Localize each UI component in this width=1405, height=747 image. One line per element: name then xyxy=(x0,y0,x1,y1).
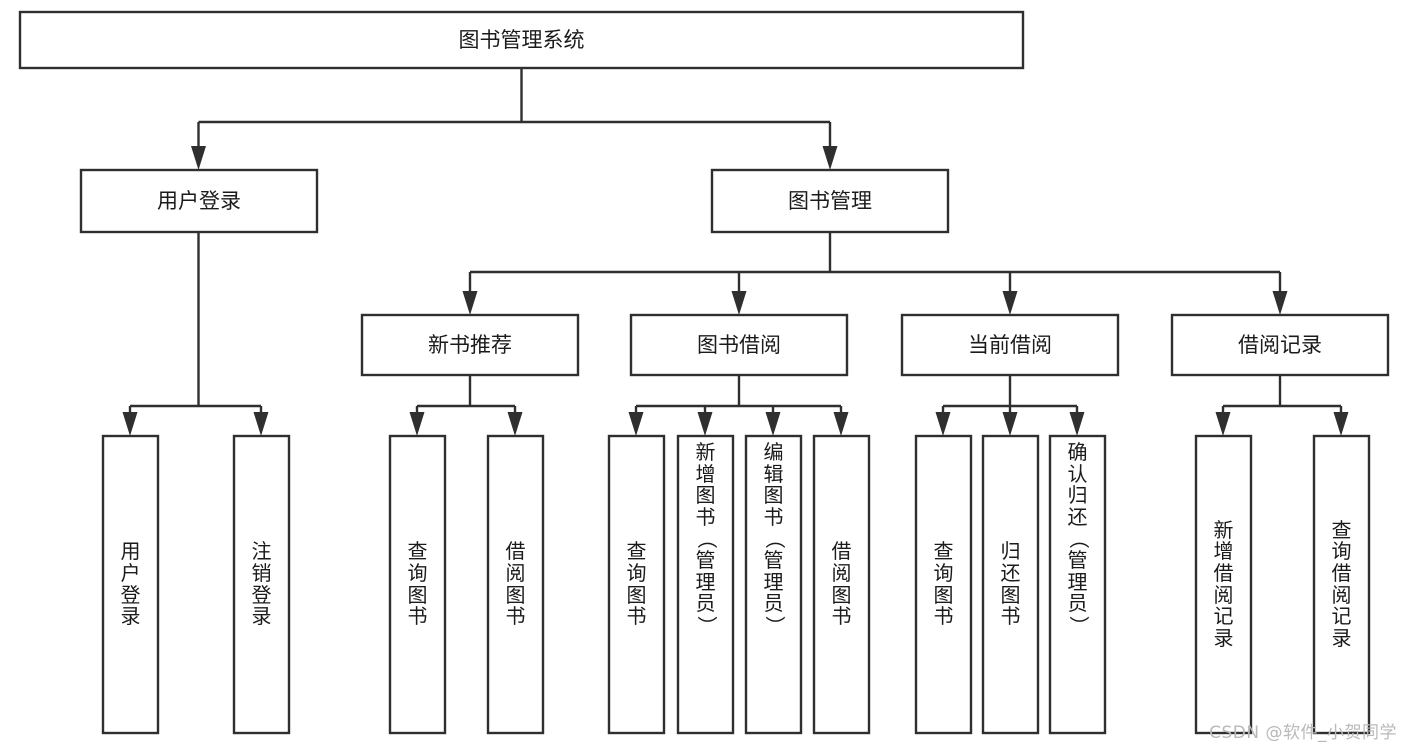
leaf-add-book-admin[interactable] xyxy=(676,434,735,735)
node-book-management-label: 图书管理 xyxy=(788,189,872,213)
edge-group-borrow xyxy=(628,375,849,436)
edge-group-record xyxy=(1215,375,1349,436)
watermark-label: CSDN @软件_小贺同学 xyxy=(1209,723,1397,743)
arrow-login-to-leaf2 xyxy=(253,412,269,436)
leaf-query-book-current[interactable] xyxy=(914,434,973,735)
node-user-login-label: 用户登录 xyxy=(157,189,241,213)
arrow-current-to-leaf1 xyxy=(935,412,951,436)
leaf-edit-book-admin[interactable] xyxy=(744,434,803,735)
arrow-record-to-leaf2 xyxy=(1333,412,1349,436)
arrow-bm-to-record xyxy=(1272,291,1288,315)
node-root-system[interactable] xyxy=(18,10,1025,70)
node-root-system-label: 图书管理系统 xyxy=(459,28,585,52)
arrow-newbook-to-leaf2 xyxy=(507,412,523,436)
arrow-root-to-login xyxy=(191,146,206,170)
node-new-book-recommend-label: 新书推荐 xyxy=(428,333,512,357)
leaf-confirm-return-admin[interactable] xyxy=(1048,434,1107,735)
leaf-query-book-borrow[interactable] xyxy=(607,434,666,735)
node-current-borrow-label: 当前借阅 xyxy=(968,333,1052,357)
leaf-add-borrow-record[interactable] xyxy=(1194,434,1253,735)
arrow-borrow-to-leaf3 xyxy=(765,412,781,436)
arrow-borrow-to-leaf2 xyxy=(697,412,713,436)
edge-group-root xyxy=(191,68,838,170)
node-book-borrow-label: 图书借阅 xyxy=(697,333,781,357)
node-borrow-record[interactable] xyxy=(1170,313,1390,377)
leaf-query-borrow-record[interactable] xyxy=(1312,434,1371,735)
arrow-current-to-leaf2 xyxy=(1002,412,1018,436)
arrow-newbook-to-leaf1 xyxy=(409,412,425,436)
arrow-bm-to-current xyxy=(1002,291,1018,315)
arrow-bm-to-newbook xyxy=(462,291,478,315)
node-current-borrow[interactable] xyxy=(900,313,1120,377)
edge-group-newbook xyxy=(409,375,523,436)
arrow-root-to-bookmgmt xyxy=(822,146,838,170)
node-book-borrow[interactable] xyxy=(629,313,849,377)
node-borrow-record-label: 借阅记录 xyxy=(1238,333,1322,357)
edge-group-login xyxy=(122,232,269,436)
leaf-user-login[interactable] xyxy=(101,434,160,735)
edge-group-current xyxy=(935,375,1085,436)
leaf-logout[interactable] xyxy=(232,434,291,735)
node-user-login[interactable] xyxy=(79,168,319,234)
arrow-borrow-to-leaf4 xyxy=(833,412,849,436)
leaf-return-book[interactable] xyxy=(981,434,1040,735)
leaf-query-book-newbook[interactable] xyxy=(388,434,447,735)
edge-group-bookmgmt xyxy=(462,232,1288,315)
arrow-borrow-to-leaf1 xyxy=(628,412,644,436)
arrow-current-to-leaf3 xyxy=(1069,412,1085,436)
arrow-login-to-leaf1 xyxy=(122,412,138,436)
leaf-borrow-book[interactable] xyxy=(812,434,871,735)
node-new-book-recommend[interactable] xyxy=(360,313,580,377)
node-book-management[interactable] xyxy=(710,168,950,234)
arrow-record-to-leaf1 xyxy=(1215,412,1231,436)
leaf-borrow-book-newbook[interactable] xyxy=(486,434,545,735)
arrow-bm-to-borrow xyxy=(731,291,747,315)
